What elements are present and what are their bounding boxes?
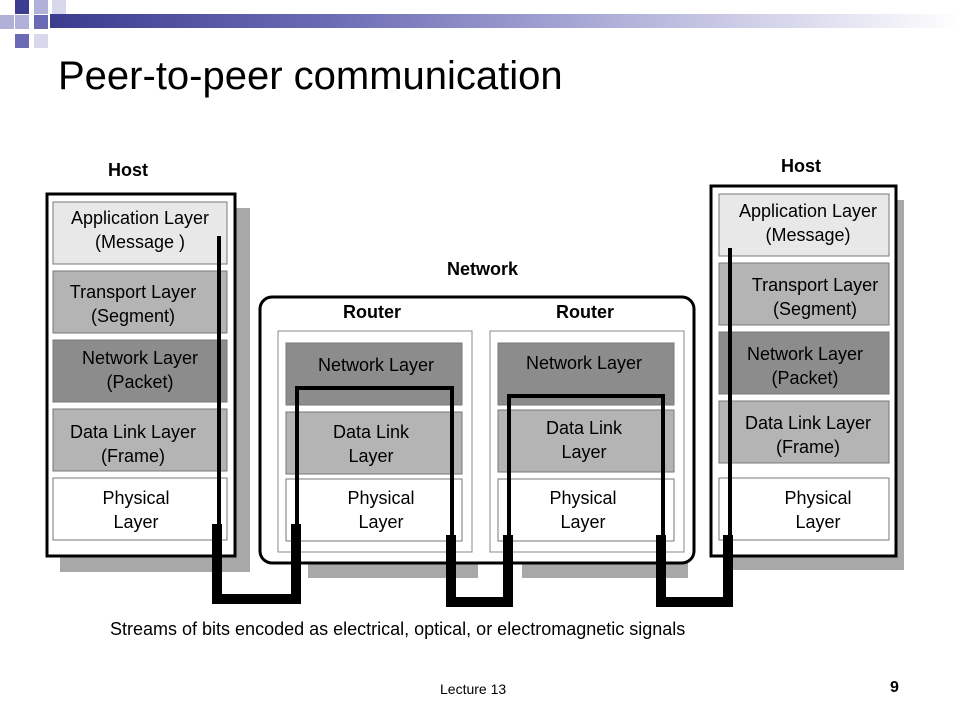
- router2-physical-box: [497, 478, 675, 542]
- layer-unit: Layer: [795, 512, 841, 532]
- layer-unit: (Message): [765, 225, 851, 245]
- decor-square: [15, 34, 29, 48]
- slide-title: Peer-to-peer communication: [58, 54, 563, 98]
- layer-name: Physical: [347, 488, 415, 508]
- title-accent-bar: [50, 14, 960, 28]
- layer-name: Data Link: [332, 422, 410, 442]
- layer-name: Network Layer: [81, 348, 199, 368]
- layer-unit: (Message ): [94, 232, 186, 252]
- left-transport-box: [52, 270, 228, 334]
- layer-unit: (Segment): [772, 299, 858, 319]
- right-transport-box: [718, 262, 890, 326]
- layer-unit: Layer: [113, 512, 159, 532]
- right-network-box: [718, 331, 890, 395]
- layer-unit: (Frame): [776, 437, 840, 457]
- page-number: 9: [890, 679, 899, 696]
- layer-name: Physical: [784, 488, 852, 508]
- left-app-label: Application Layer (Message ): [53, 206, 227, 254]
- layer-name: Application Layer: [738, 201, 878, 221]
- footer-text: Lecture 13: [440, 681, 507, 697]
- right-network-label: Network Layer (Packet): [719, 342, 891, 390]
- layer-unit: (Segment): [90, 306, 176, 326]
- right-datalink-box: [718, 400, 890, 464]
- layer-unit: (Frame): [101, 446, 165, 466]
- layer-name: Physical: [549, 488, 617, 508]
- router1-datalink-label: Data Link Layer: [286, 420, 456, 468]
- router1-physical-label: Physical Layer: [296, 486, 466, 534]
- layer-name: Data Link Layer: [69, 422, 197, 442]
- decor-square: [52, 0, 66, 14]
- layer-unit: (Packet): [771, 368, 839, 388]
- right-app-label: Application Layer (Message): [724, 199, 892, 247]
- layer-unit: Layer: [348, 446, 394, 466]
- layer-name: Network Layer: [317, 355, 435, 375]
- physical-link-2: [446, 535, 513, 607]
- left-network-label: Network Layer (Packet): [53, 346, 227, 394]
- physical-link-3: [656, 535, 733, 607]
- decor-square: [34, 34, 48, 48]
- left-transport-label: Transport Layer (Segment): [53, 280, 213, 328]
- router2-network-label: Network Layer: [498, 351, 670, 375]
- left-app-box: [52, 201, 228, 265]
- network-label: Network: [447, 259, 519, 279]
- right-datalink-label: Data Link Layer (Frame): [721, 411, 895, 459]
- decor-square: [0, 15, 14, 29]
- layer-name: Application Layer: [70, 208, 210, 228]
- layer-name: Network Layer: [525, 353, 643, 373]
- right-transport-label: Transport Layer (Segment): [728, 273, 902, 321]
- left-network-box: [52, 339, 228, 403]
- router1-network-box: [285, 342, 463, 406]
- left-datalink-box: [52, 408, 228, 472]
- router1-network-label: Network Layer: [286, 353, 466, 377]
- decor-square: [34, 0, 48, 14]
- router1-label: Router: [343, 302, 401, 322]
- layer-unit: (Packet): [106, 372, 174, 392]
- layer-name: Network Layer: [746, 344, 864, 364]
- physical-link-1: [212, 524, 301, 604]
- right-physical-box: [718, 477, 890, 541]
- router2-label: Router: [556, 302, 614, 322]
- layer-unit: Layer: [561, 442, 607, 462]
- layer-unit: Layer: [560, 512, 606, 532]
- decor-square: [34, 15, 48, 29]
- router1-datalink-box: [285, 411, 463, 475]
- left-datalink-label: Data Link Layer (Frame): [53, 420, 213, 468]
- decor-square: [15, 0, 29, 14]
- right-host-label: Host: [781, 156, 821, 176]
- left-physical-label: Physical Layer: [53, 486, 219, 534]
- router1-physical-box: [285, 478, 463, 542]
- layer-name: Transport Layer: [751, 275, 879, 295]
- router2-datalink-box: [497, 409, 675, 473]
- layer-name: Transport Layer: [69, 282, 197, 302]
- diagram-caption: Streams of bits encoded as electrical, o…: [110, 619, 686, 639]
- left-host-label: Host: [108, 160, 148, 180]
- layer-unit: Layer: [358, 512, 404, 532]
- right-app-box: [718, 193, 890, 257]
- left-physical-box: [52, 477, 228, 541]
- router2-path: [507, 394, 665, 540]
- router2-physical-label: Physical Layer: [498, 486, 668, 534]
- router1-path: [295, 386, 454, 540]
- layer-name: Data Link: [545, 418, 623, 438]
- decor-square: [15, 15, 29, 29]
- layer-name: Physical: [102, 488, 170, 508]
- router2-datalink-label: Data Link Layer: [498, 416, 670, 464]
- layer-name: Data Link Layer: [744, 413, 872, 433]
- right-physical-label: Physical Layer: [734, 486, 902, 534]
